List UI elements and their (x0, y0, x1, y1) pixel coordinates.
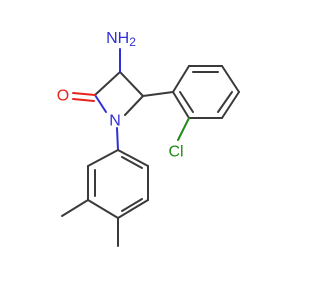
bond-dmp-inner-3 (121, 156, 143, 169)
bond-ph-inner-3 (179, 91, 194, 113)
bond-ph-3 (221, 65, 240, 93)
atom-label-oxygen: O (57, 88, 69, 105)
bond-c-cl (177, 117, 190, 141)
bond-c4-n1 (124, 95, 144, 116)
atom-label-nh2-main: NH (106, 30, 129, 47)
molecule-structure: NH2 O N Cl (57, 30, 240, 247)
bond-n1-aryl (116, 127, 119, 151)
atom-label-nitrogen: N (109, 113, 121, 130)
bond-dmp-3 (87, 199, 119, 219)
bond-methyl-3 (61, 199, 89, 217)
bond-ph-6 (172, 91, 190, 119)
bond-dmp-4 (117, 199, 149, 219)
bond-n1-c2 (94, 94, 107, 113)
structure-canvas: NH2 O N Cl (57, 30, 240, 247)
bond-c3-c4 (119, 71, 144, 97)
atom-label-nh2: NH2 (106, 30, 136, 50)
bond-carbonyl-1 (72, 92, 96, 96)
bond-dmp-inner-2 (121, 198, 143, 212)
bond-dmp-6 (117, 149, 149, 167)
atom-label-nh2-subscript: 2 (129, 35, 136, 49)
bond-ph-inner-2 (217, 91, 233, 113)
bond-carbonyl-2 (72, 98, 95, 102)
bond-c2-c3 (94, 71, 121, 96)
bond-ph-4 (221, 91, 240, 119)
bond-ph-1 (172, 65, 190, 93)
bond-c4-aryl (142, 91, 174, 97)
bond-dmp-1 (87, 149, 119, 167)
atom-label-chlorine: Cl (168, 144, 183, 161)
